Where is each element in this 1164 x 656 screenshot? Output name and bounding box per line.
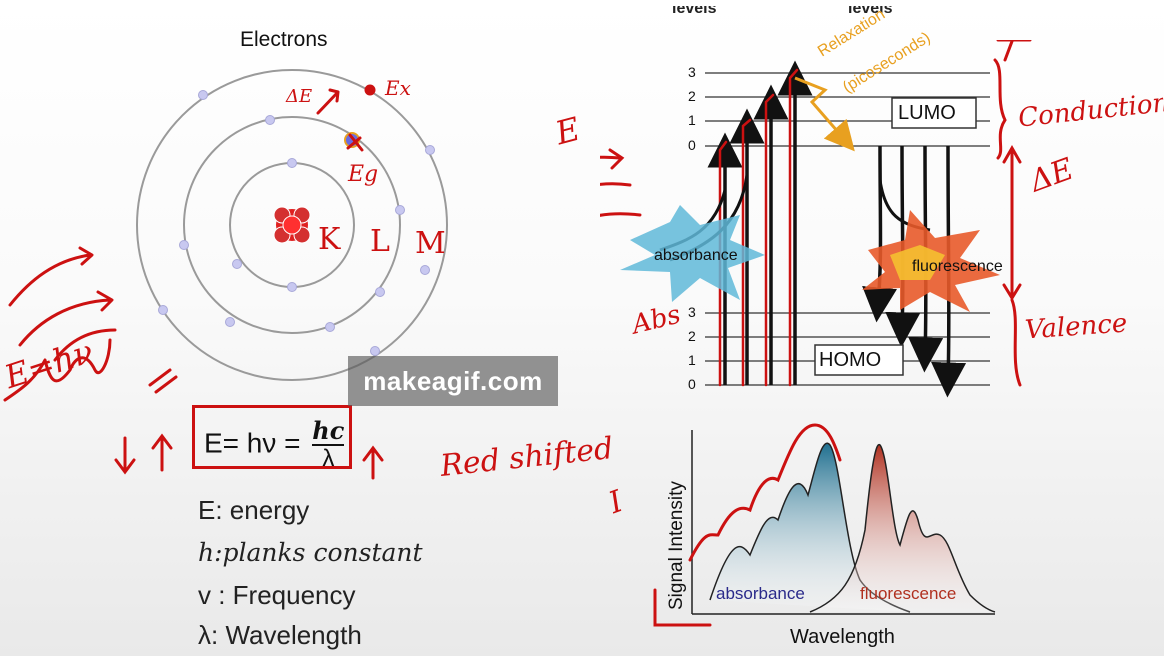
formula-fraction: hc λ <box>312 416 345 472</box>
definition-frequency: v : Frequency <box>198 580 356 610</box>
eg-label: Eg <box>348 162 379 187</box>
formula-ink-right <box>362 445 384 480</box>
upper-tick-1: 1 <box>688 112 696 128</box>
watermark: makeagif.com <box>348 356 558 406</box>
absorbance-label: absorbance <box>654 247 738 264</box>
electrons <box>158 90 435 356</box>
definition-energy: E: energy <box>198 495 310 525</box>
orbit-l <box>183 116 401 334</box>
homo-box <box>814 344 904 376</box>
definition-planck: h:planks constant <box>198 538 423 567</box>
shell-m-label: M <box>415 226 446 261</box>
spectrum-fluorescence-label: fluorescence <box>860 584 957 603</box>
fluorescence-label: fluorescence <box>912 258 1003 275</box>
spectrum-chart <box>653 423 996 627</box>
ex-label: Ex <box>385 76 411 100</box>
formula-lhs: E= hν = <box>204 427 301 459</box>
definition-wavelength: λ: Wavelength <box>198 620 362 650</box>
levels-header-right: levels <box>848 0 893 17</box>
formula-box <box>192 405 352 469</box>
lower-tick-3: 3 <box>688 304 696 320</box>
nucleus <box>273 206 311 244</box>
i-ink-label: I <box>604 484 628 521</box>
shell-k-label: K <box>318 222 341 257</box>
atom-title: Electrons <box>240 28 328 51</box>
lower-tick-0: 0 <box>688 376 696 392</box>
formula-ink <box>114 433 173 475</box>
formula-numerator: hc <box>312 416 345 446</box>
lower-tick-1: 1 <box>688 352 696 368</box>
energy-level-diagram <box>600 40 1032 398</box>
spectrum-absorbance-label: absorbance <box>716 584 805 603</box>
orbit-m <box>136 69 448 381</box>
absorbance-splash <box>620 205 765 302</box>
lumo-box <box>891 97 977 129</box>
e-ink-label: E <box>551 109 584 153</box>
levels-header-left: levels <box>672 0 717 17</box>
lower-tick-2: 2 <box>688 328 696 344</box>
upper-tick-0: 0 <box>688 137 696 153</box>
shell-l-label: L <box>370 224 390 259</box>
lumo-label: LUMO <box>898 102 956 124</box>
atom-ink <box>3 84 376 402</box>
upper-tick-3: 3 <box>688 64 696 80</box>
formula-denominator: λ <box>322 445 335 472</box>
fluorescence-curve <box>809 444 996 613</box>
formula: E= hν = hc λ <box>204 416 345 472</box>
homo-label: HOMO <box>819 349 882 371</box>
wavelength-axis-label: Wavelength <box>790 626 895 648</box>
upper-tick-2: 2 <box>688 88 696 104</box>
intensity-axis-label: Signal Intensity <box>666 481 687 610</box>
delta-e-label: ΔE <box>286 86 313 107</box>
atom-diagram <box>3 69 448 402</box>
